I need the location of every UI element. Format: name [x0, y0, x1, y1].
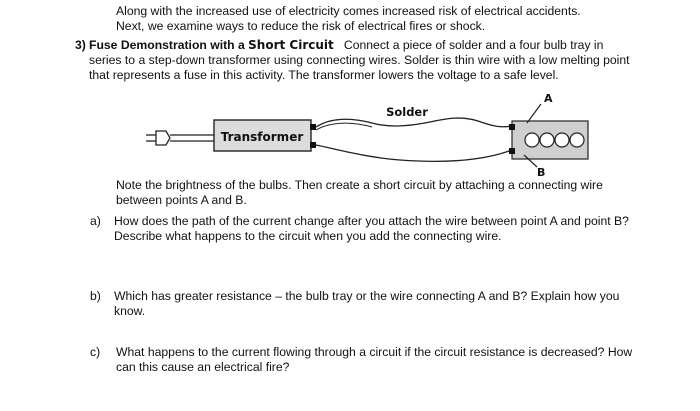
wire-top	[315, 122, 373, 131]
question-3: 3) Fuse Demonstration with a Short Circu…	[75, 38, 635, 83]
bulb-icon	[569, 132, 585, 148]
transformer-terminal-bottom	[310, 142, 316, 148]
transformer-terminal-top	[310, 124, 316, 130]
question-c: c) What happens to the current flowing t…	[90, 345, 650, 375]
wire-bottom	[315, 144, 513, 163]
pointer-b	[523, 154, 538, 168]
question-c-text: What happens to the current flowing thro…	[116, 345, 633, 374]
bulb-icon	[524, 132, 540, 148]
point-b-label: B	[537, 166, 545, 179]
question-3-body: Connect a piece of solder and a four bul…	[89, 38, 630, 82]
bulbs	[524, 132, 585, 148]
bulb-icon	[554, 132, 570, 148]
plug-icon	[146, 130, 171, 146]
power-cord	[170, 134, 214, 142]
question-3-number: 3)	[75, 38, 86, 52]
transformer-label: Transformer	[221, 130, 304, 144]
transformer-box	[213, 119, 312, 152]
question-a-text: How does the path of the current change …	[114, 214, 629, 243]
intro-line-2: Next, we examine ways to reduce the risk…	[116, 19, 486, 33]
question-a-label: a)	[90, 214, 101, 228]
question-a: a) How does the path of the current chan…	[90, 214, 630, 244]
solder-label: Solder	[386, 105, 428, 119]
question-3-title-comic: Short Circuit	[248, 38, 334, 52]
intro-line-1: Along with the increased use of electric…	[116, 4, 581, 18]
bulb-icon	[539, 132, 555, 148]
question-b-text: Which has greater resistance – the bulb …	[114, 289, 620, 318]
note-paragraph: Note the brightness of the bulbs. Then c…	[116, 178, 603, 207]
tray-terminal-bottom	[509, 148, 515, 154]
intro-paragraph: Along with the increased use of electric…	[116, 4, 656, 34]
solder-wire	[315, 117, 513, 128]
question-3-title: Fuse Demonstration with a	[89, 38, 249, 52]
point-a-label: A	[544, 92, 553, 105]
question-c-label: c)	[90, 345, 101, 359]
tray-terminal-top	[509, 124, 515, 130]
pointer-a	[526, 103, 542, 124]
question-b: b) Which has greater resistance – the bu…	[90, 289, 630, 319]
question-b-label: b)	[90, 289, 101, 303]
